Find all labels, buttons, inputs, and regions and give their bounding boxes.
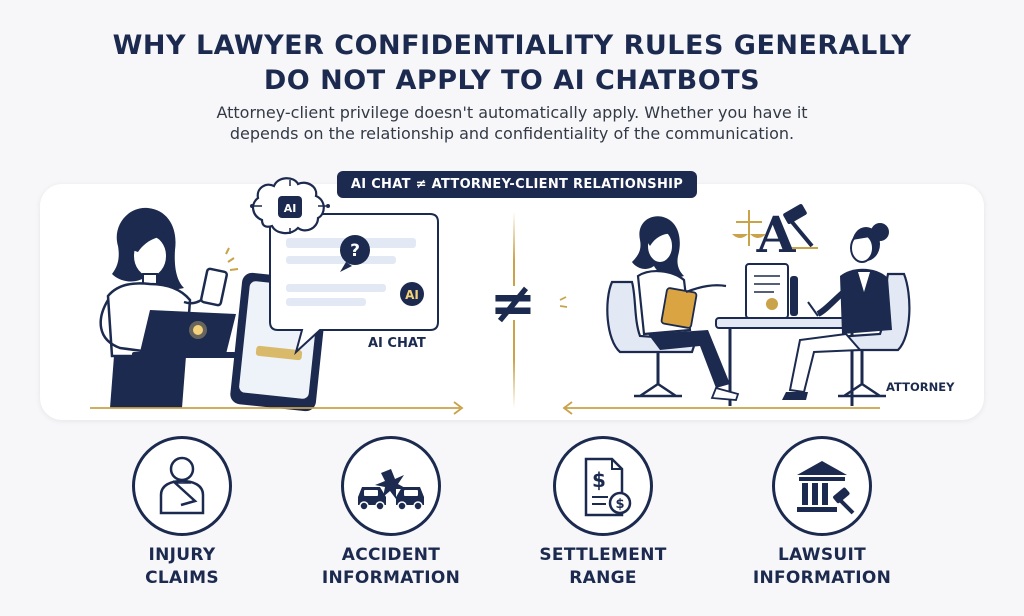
justice-logo-icon: A — [732, 204, 818, 264]
accident-information-circle — [341, 436, 441, 536]
ai-chip: AI — [405, 288, 419, 302]
certificate-icon — [745, 263, 798, 319]
not-equal-icon: ≠ — [490, 271, 537, 336]
attorney-in-chair-icon — [782, 223, 911, 400]
page-subtitle: Attorney-client privilege doesn't automa… — [0, 102, 1024, 144]
category-label-line-2: INFORMATION — [752, 568, 892, 588]
brain-ai-chip: AI — [284, 202, 297, 215]
attorney-label: ATTORNEY — [886, 380, 955, 394]
category-label-line-1: SETTLEMENT — [539, 545, 667, 565]
ai-chat-label: AI CHAT — [368, 336, 426, 351]
client-in-chair-icon — [606, 216, 740, 401]
category-lawsuit-information: LAWSUIT INFORMATION — [747, 436, 897, 590]
left-arrow-line — [90, 401, 464, 415]
page-title: WHY LAWYER CONFIDENTIALITY RULES GENERAL… — [0, 28, 1024, 98]
category-label-line-1: LAWSUIT — [777, 545, 867, 565]
title-line-1: WHY LAWYER CONFIDENTIALITY RULES GENERAL… — [112, 30, 912, 61]
settlement-document-icon: $ $ — [584, 457, 632, 517]
subtitle-line-1: Attorney-client privilege doesn't automa… — [216, 103, 808, 122]
right-arrow-line — [562, 401, 880, 415]
ai-brain-icon: AI — [250, 177, 330, 235]
settlement-range-circle: $ $ — [553, 436, 653, 536]
courthouse-gavel-icon — [797, 461, 855, 515]
injury-claims-circle — [132, 436, 232, 536]
category-label: LAWSUIT INFORMATION — [747, 544, 897, 590]
category-label-line-2: CLAIMS — [145, 568, 219, 588]
category-settlement-range: $ $ SETTLEMENT RANGE — [528, 436, 678, 590]
category-label: ACCIDENT INFORMATION — [316, 544, 466, 590]
car-crash-icon — [358, 469, 424, 511]
category-label-line-2: INFORMATION — [321, 568, 461, 588]
relationship-badge: AI CHAT ≠ ATTORNEY-CLIENT RELATIONSHIP — [337, 171, 697, 198]
svg-text:$: $ — [615, 497, 624, 512]
category-label-line-1: ACCIDENT — [341, 545, 441, 565]
category-accident-information: ACCIDENT INFORMATION — [316, 436, 466, 590]
title-line-2: DO NOT APPLY TO AI CHATBOTS — [263, 65, 761, 96]
category-label-line-2: RANGE — [569, 568, 637, 588]
category-label: SETTLEMENT RANGE — [528, 544, 678, 590]
category-injury-claims: INJURY CLAIMS — [107, 436, 257, 590]
woman-with-laptop-icon — [99, 207, 239, 408]
injured-person-icon — [159, 456, 205, 515]
question-mark: ? — [350, 241, 360, 261]
category-label-line-1: INJURY — [148, 545, 216, 565]
svg-text:$: $ — [592, 468, 606, 492]
lawsuit-information-circle — [772, 436, 872, 536]
subtitle-line-2: depends on the relationship and confiden… — [229, 124, 795, 143]
category-label: INJURY CLAIMS — [107, 544, 257, 590]
